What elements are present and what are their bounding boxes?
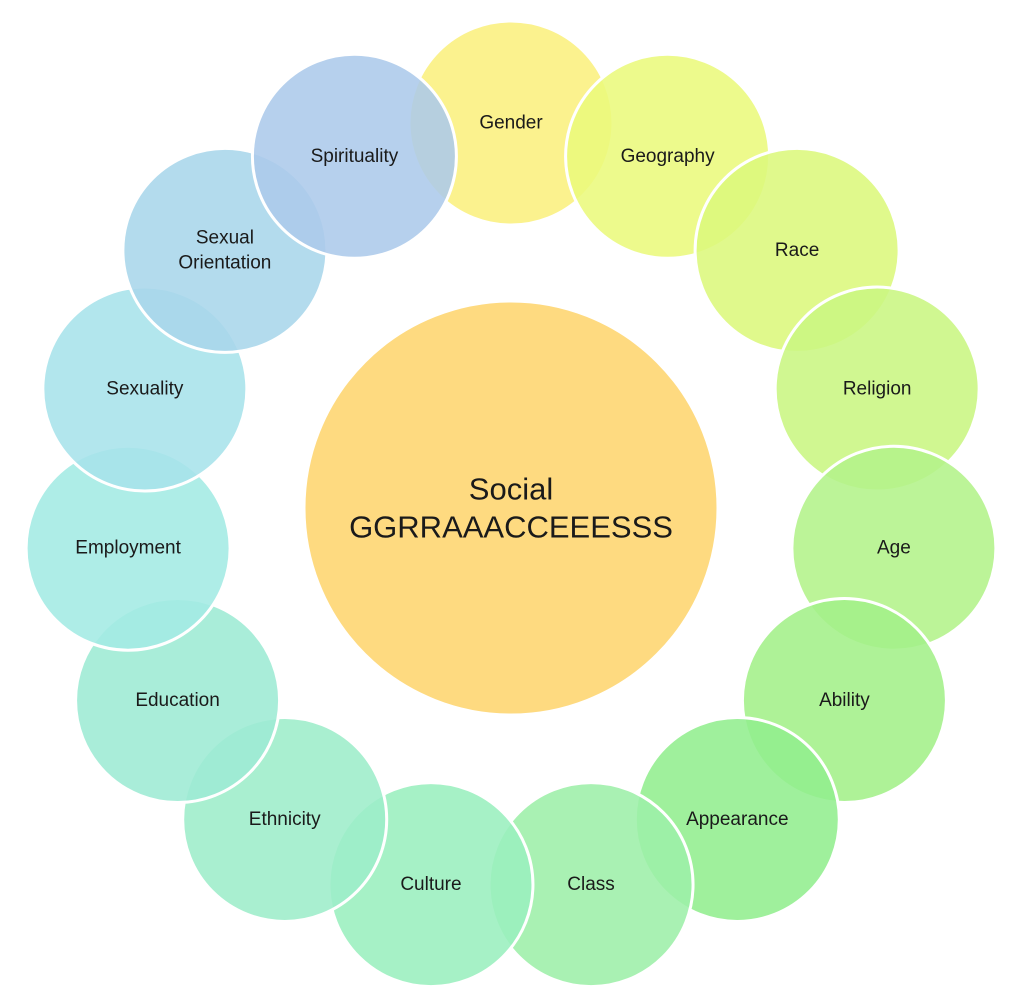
node-label-gender-line: Gender xyxy=(479,113,543,134)
node-label-appearance: Appearance xyxy=(686,809,788,830)
node-label-education-line: Education xyxy=(135,690,220,711)
node-label-sexuality: Sexuality xyxy=(106,379,184,400)
node-label-age: Age xyxy=(877,538,911,559)
center-label-line: Social xyxy=(469,472,553,507)
node-label-ethnicity: Ethnicity xyxy=(249,809,321,830)
node-label-culture-line: Culture xyxy=(400,874,461,895)
node-label-culture: Culture xyxy=(400,874,461,895)
node-circle-spirituality xyxy=(250,52,458,260)
node-label-ability-line: Ability xyxy=(819,690,870,711)
node-label-gender: Gender xyxy=(479,113,543,134)
node-label-geography-line: Geography xyxy=(621,146,716,167)
node-label-race: Race xyxy=(775,240,819,261)
outer-nodes: GenderGeographyRaceReligionAgeAbilityApp… xyxy=(24,19,998,989)
node-label-appearance-line: Appearance xyxy=(686,809,788,830)
node-label-employment-line: Employment xyxy=(75,538,181,559)
node-label-ability: Ability xyxy=(819,690,870,711)
node-spirituality xyxy=(250,52,458,260)
node-label-religion-line: Religion xyxy=(843,379,912,400)
node-label-class: Class xyxy=(567,874,615,895)
node-label-sexual-orientation-line: Orientation xyxy=(178,252,271,273)
node-label-sexuality-line: Sexuality xyxy=(106,379,184,400)
node-label-race-line: Race xyxy=(775,240,819,261)
node-label-ethnicity-line: Ethnicity xyxy=(249,809,321,830)
node-label-class-line: Class xyxy=(567,874,615,895)
node-label-spirituality-line: Spirituality xyxy=(311,146,399,167)
node-label-sexual-orientation-line: Sexual xyxy=(196,227,254,248)
node-label-education: Education xyxy=(135,690,220,711)
node-label-spirituality: Spirituality xyxy=(311,146,399,167)
node-label-age-line: Age xyxy=(877,538,911,559)
center-circle xyxy=(302,299,720,717)
center-label-line: GGRRAAACCEEESSS xyxy=(349,510,673,545)
node-label-geography: Geography xyxy=(621,146,716,167)
node-label-religion: Religion xyxy=(843,379,912,400)
node-label-employment: Employment xyxy=(75,538,181,559)
